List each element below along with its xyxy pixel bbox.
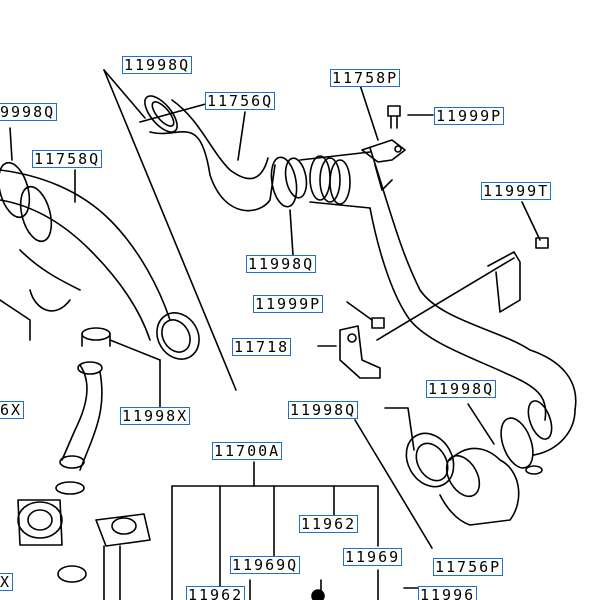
part-label-11962-right: 11962 [299,515,359,533]
part-label-11756p: 11756P [433,558,504,576]
bolts [371,105,549,329]
part-label-11756q: 11756Q [205,92,276,110]
hose-11758q [0,161,200,360]
part-label-11969: 11969 [343,548,403,566]
part-label-11999p-mid: 11999P [253,295,324,313]
hose-11756p [405,400,576,526]
part-label-11998q-top: 11998Q [122,56,193,74]
part-label-11962-bottom: 11962 [186,586,246,600]
part-label-11998q-mid: 11998Q [246,255,317,273]
part-label-11718: 11718 [232,338,292,356]
part-label-11998q-center: 11998Q [288,401,359,419]
hose-11756q [144,95,308,212]
valve-assembly [17,481,151,600]
part-label-9998q: 9998Q [0,103,58,121]
part-label-11998q-right: 11998Q [426,380,497,398]
hose-small [59,327,111,471]
part-label-11758p: 11758P [330,69,401,87]
part-label-11969q: 11969Q [230,556,301,574]
part-label-11700a: 11700A [212,442,283,460]
leader-lines [9,69,541,600]
bellow-pipe [299,139,577,421]
part-label-11998x: 11998X [120,407,191,425]
part-label-11999t: 11999T [481,182,552,200]
part-label-x: X [0,573,14,591]
part-label-11996: 11996 [418,586,478,600]
bracket-11718 [339,251,521,379]
part-label-11758q: 11758Q [32,150,103,168]
part-label-11999p-top: 11999P [434,107,505,125]
part-label-6x: 6X [0,401,25,419]
clamps [311,465,543,600]
